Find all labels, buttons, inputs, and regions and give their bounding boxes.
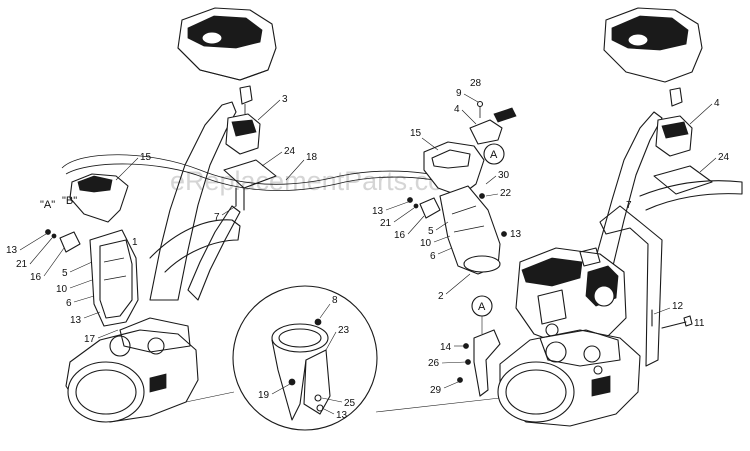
- callout-a-top: A: [490, 149, 498, 161]
- right-handle-bar-lower: [639, 180, 743, 211]
- cable-label-a: "A": [40, 199, 55, 211]
- label-1: 1: [132, 237, 138, 248]
- label-23: 23: [338, 325, 350, 336]
- label-18: 18: [306, 152, 318, 163]
- left-chute-bracket: [59, 231, 81, 253]
- label-7: 7: [214, 212, 220, 223]
- label-13-detail: 13: [336, 410, 348, 421]
- label-6: 6: [66, 298, 72, 309]
- label-5: 5: [62, 268, 68, 279]
- left-assembly: 15 3 24 18 7 1 13 21 16 5 10 6 13 17 "A"…: [6, 7, 466, 423]
- label-16-right: 16: [394, 230, 406, 241]
- left-auger-housing: [65, 317, 199, 423]
- callout-a-top-circle: [483, 143, 505, 165]
- cable-label-b: "B": [62, 195, 77, 207]
- label-10-right: 10: [420, 238, 432, 249]
- left-chute-deflector: [69, 173, 129, 223]
- label-10: 10: [56, 284, 68, 295]
- label-29: 29: [430, 385, 442, 396]
- right-engine-cover: [603, 7, 703, 83]
- label-17: 17: [84, 334, 96, 345]
- left-discharge-chute: [89, 229, 139, 327]
- label-4-right-b: 4: [714, 98, 720, 109]
- label-19: 19: [258, 390, 270, 401]
- left-control-box: [225, 85, 261, 155]
- right-bolt-22: [479, 193, 485, 199]
- label-15-right: 15: [410, 128, 422, 139]
- label-24-right: 24: [718, 152, 730, 163]
- left-engine-cover: [177, 7, 277, 81]
- label-13-right-b: 13: [510, 229, 522, 240]
- label-9: 9: [456, 88, 462, 99]
- right-chute-deflector: [423, 141, 485, 197]
- label-21-right: 21: [380, 218, 392, 229]
- left-nut-21: [51, 233, 57, 239]
- right-part-4-top: [469, 119, 503, 145]
- label-26: 26: [428, 358, 440, 369]
- detail-circle: [232, 285, 378, 431]
- label-24: 24: [284, 146, 296, 157]
- label-5-right: 5: [428, 226, 434, 237]
- label-22: 22: [500, 188, 512, 199]
- label-16: 16: [30, 272, 42, 283]
- left-cable-b: [65, 163, 466, 191]
- label-12: 12: [672, 301, 684, 312]
- detail-pointer-lines: [185, 391, 501, 413]
- label-13-left-a: 13: [6, 245, 18, 256]
- right-engine: [515, 247, 627, 347]
- right-handle-side: [599, 205, 663, 367]
- label-25: 25: [344, 398, 356, 409]
- left-bracket: [223, 159, 277, 211]
- right-bracket-24: [653, 165, 713, 195]
- label-2: 2: [438, 291, 444, 302]
- right-assembly: A A 28 9 4 15 30 22 13 21 16 5 10 6 13 2…: [372, 7, 743, 427]
- label-6-right: 6: [430, 251, 436, 262]
- right-chute-mount-14: [473, 329, 501, 397]
- right-chute-bracket: [419, 197, 441, 219]
- label-11: 11: [694, 318, 705, 329]
- label-3: 3: [282, 94, 288, 105]
- right-auger-housing: [497, 329, 641, 427]
- label-4-right-a: 4: [454, 104, 460, 115]
- label-15: 15: [140, 152, 152, 163]
- label-30: 30: [498, 170, 510, 181]
- right-part-9: [493, 107, 517, 123]
- right-bolt-13: [501, 231, 507, 237]
- left-bolt-13: [45, 229, 51, 235]
- left-handle-bar-lower: [149, 219, 241, 273]
- label-28: 28: [470, 78, 482, 89]
- label-7-right: 7: [626, 200, 632, 211]
- label-13-left-b: 13: [70, 315, 82, 326]
- label-13-right-a: 13: [372, 206, 384, 217]
- callout-a-bottom: A: [478, 301, 486, 313]
- left-cable-a: [61, 154, 461, 185]
- left-handle-brace: [187, 205, 241, 301]
- right-bolt-11: [661, 315, 693, 329]
- label-21: 21: [16, 259, 28, 270]
- right-control-box: [655, 87, 693, 157]
- label-14: 14: [440, 342, 452, 353]
- left-handle-frame: [149, 101, 237, 301]
- right-discharge-chute: [439, 185, 501, 275]
- detail-inset: 8 23 19 25 13: [185, 285, 501, 431]
- label-8: 8: [332, 295, 338, 306]
